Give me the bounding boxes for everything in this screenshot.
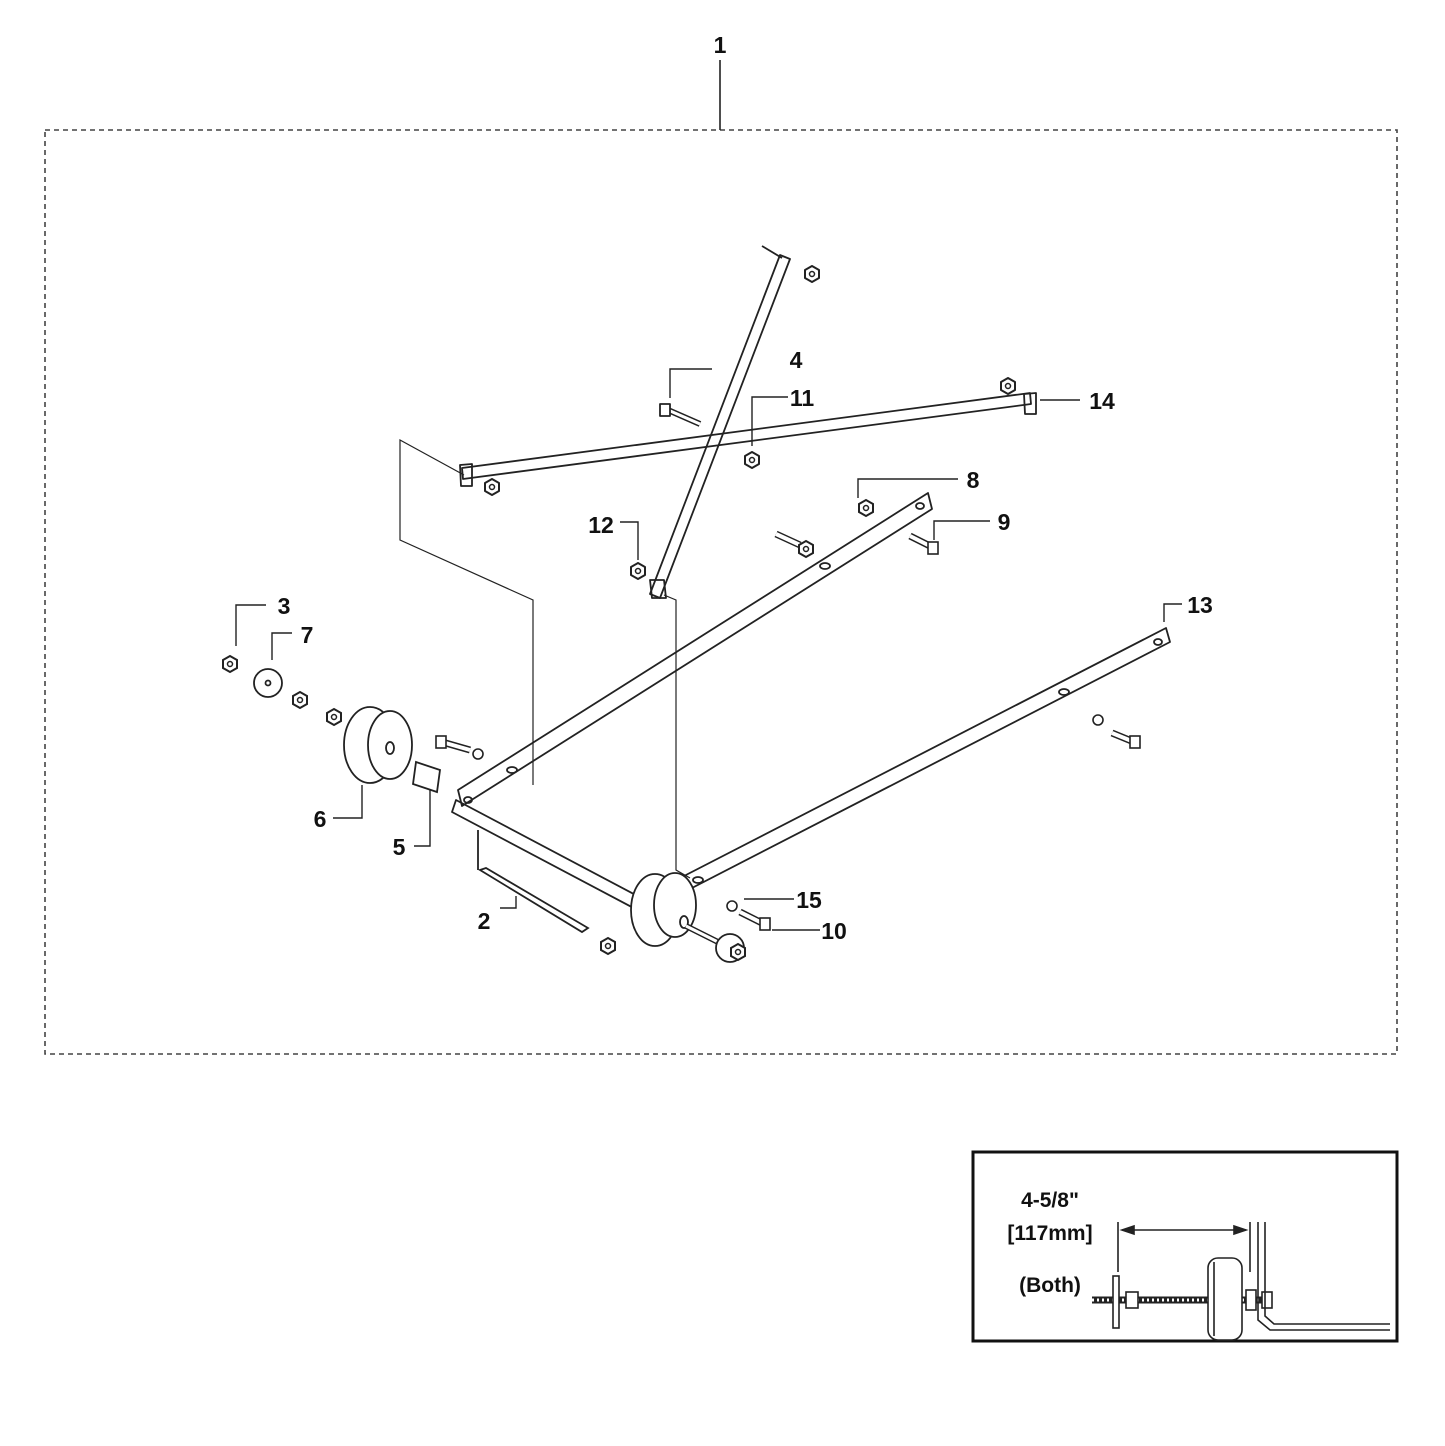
nut-icon [798,540,814,558]
nut-icon [1000,377,1016,395]
callout-1: 1 [714,32,727,58]
nut-icon [744,451,760,469]
nut-icon [326,708,342,726]
nut-icon [858,499,874,517]
callout-labels: 2 3 4 5 6 7 8 9 10 11 12 13 14 15 [278,347,1213,944]
dimension-imperial: 4-5/8" [1021,1189,1079,1212]
callout-11: 11 [790,385,815,411]
callout-12: 12 [588,512,614,538]
callout-4: 4 [790,347,803,373]
callout-13: 13 [1187,592,1213,618]
detail-drawing [1092,1222,1390,1341]
dimension-note: (Both) [1019,1274,1081,1297]
wheel-left [222,655,441,794]
callout-14: 14 [1089,388,1115,414]
callout-9: 9 [998,509,1011,535]
assembly-reference-lines [399,438,691,879]
callout-3: 3 [278,593,291,619]
nut-icon [630,562,646,580]
callout-6: 6 [314,806,327,832]
wheel-right [477,867,746,963]
callout-10: 10 [821,918,847,944]
side-rail-left [457,492,933,807]
assembly-boundary [44,60,1398,1055]
nut-icon [804,265,820,283]
nut-icon [484,478,500,496]
callout-5: 5 [393,834,406,860]
callout-7: 7 [301,622,314,648]
cross-brace-a [630,245,820,599]
nut-icon [730,943,746,961]
side-rail-right [683,627,1171,891]
callout-15: 15 [796,887,822,913]
callout-2: 2 [478,908,491,934]
detail-inset: 4-5/8" [117mm] (Both) [971,1150,1399,1343]
nut-icon [222,655,238,673]
callout-leaders [235,368,1182,931]
nut-icon [292,691,308,709]
nut-icon [600,937,616,955]
cross-brace-b [459,377,1037,496]
dimension-metric: [117mm] [1007,1222,1092,1245]
callout-8: 8 [967,467,980,493]
bolt-set [435,499,1141,931]
